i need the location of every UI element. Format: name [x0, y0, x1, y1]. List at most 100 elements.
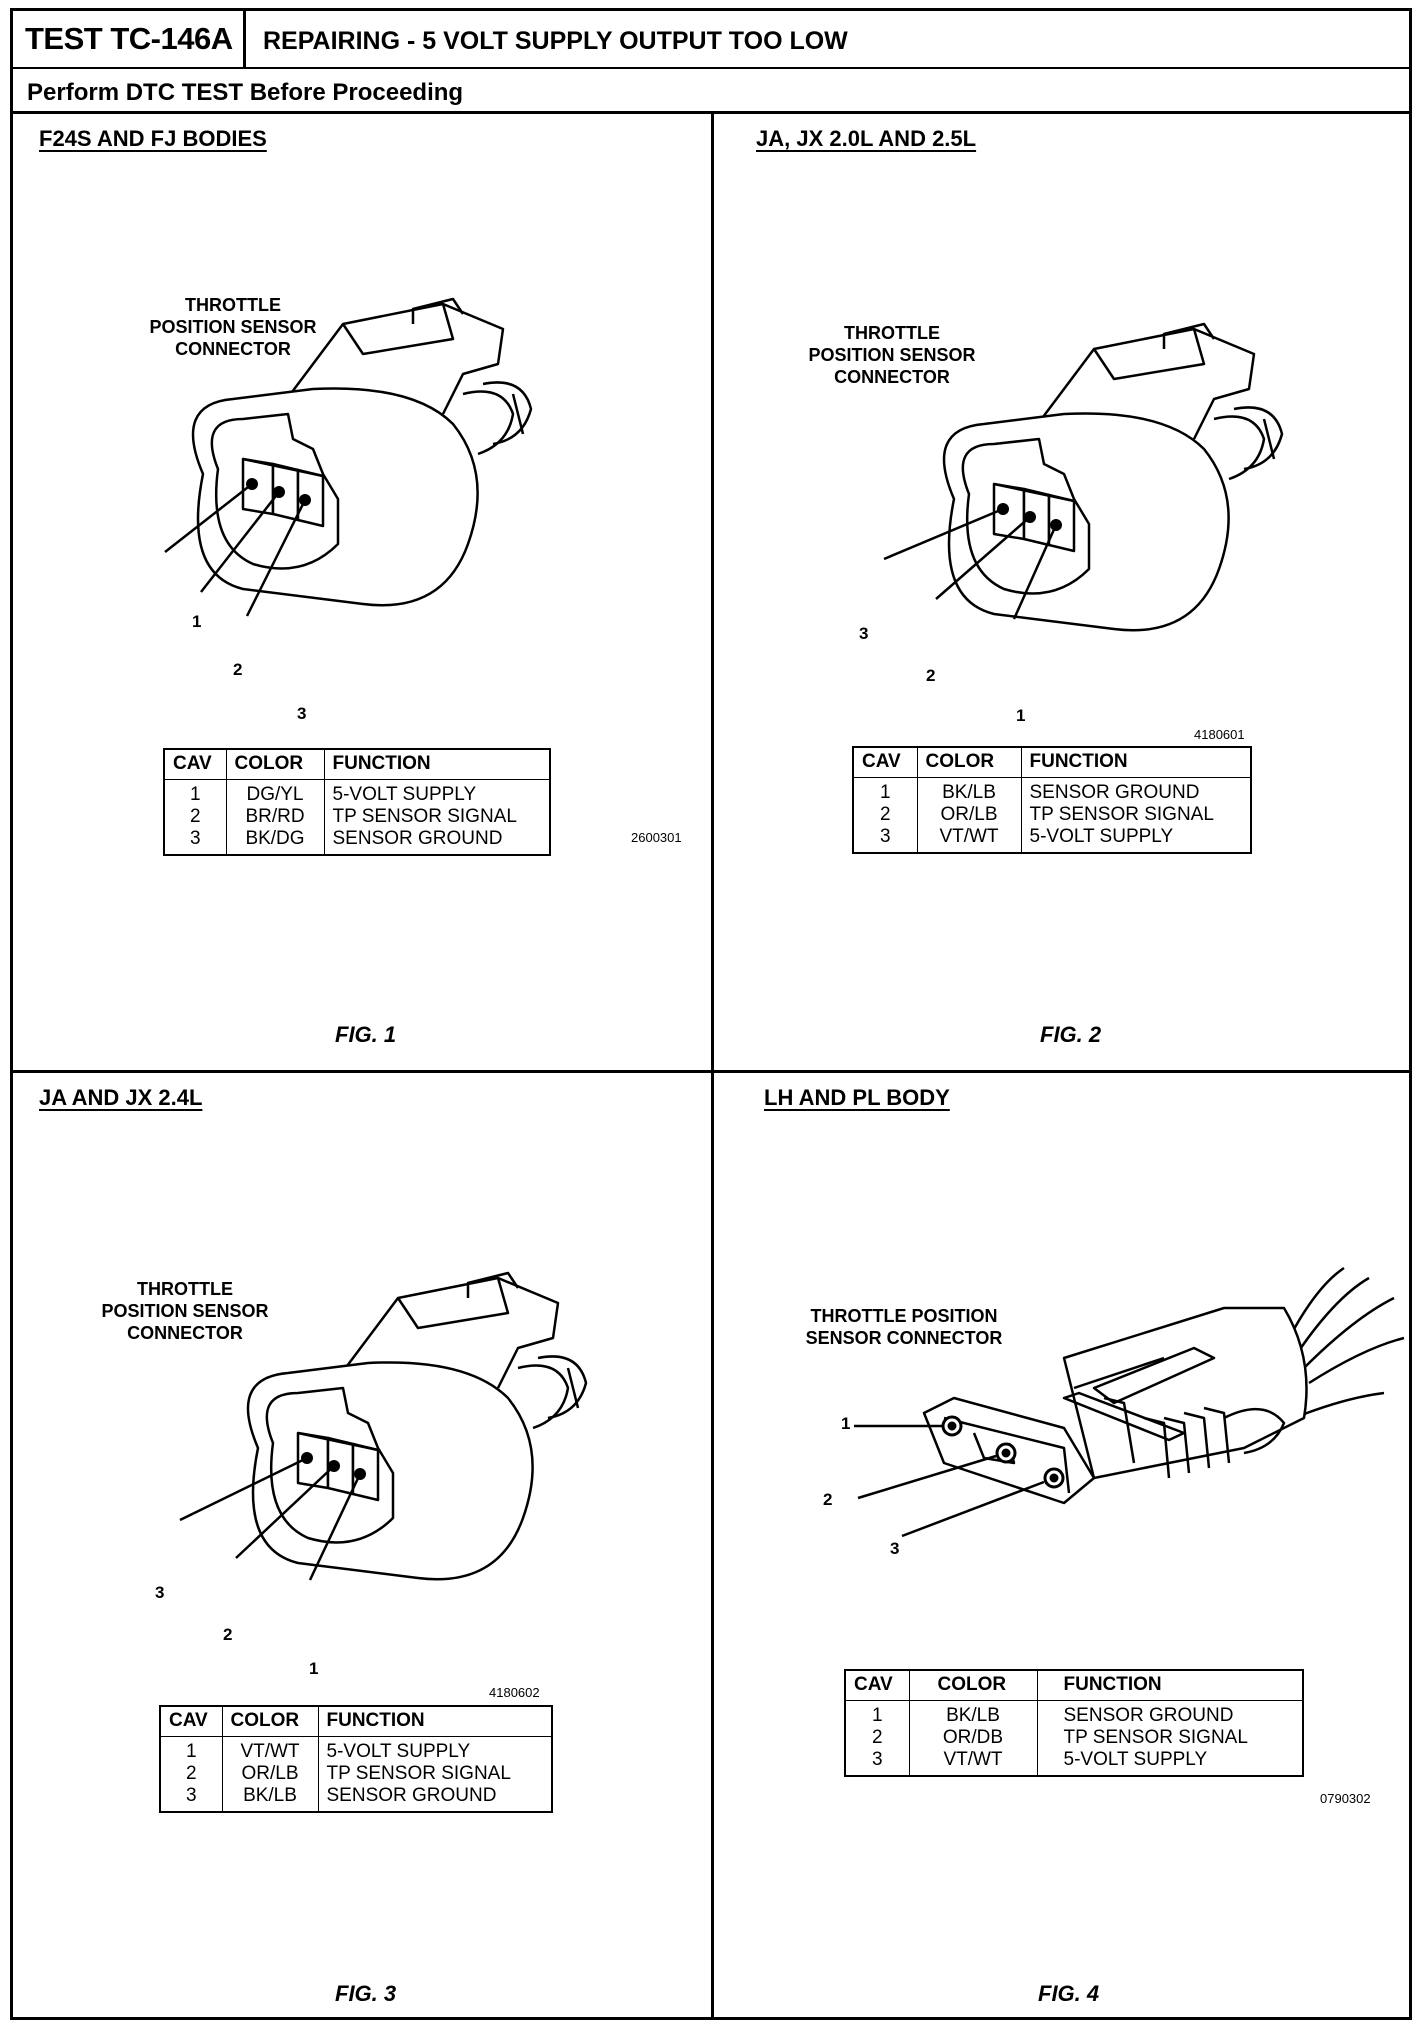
- pin-label: 3: [859, 624, 869, 643]
- figure-code: 0790302: [1320, 1791, 1371, 1806]
- cell-color: BK/LB: [908, 1700, 1038, 1727]
- connector-label: THROTTLE POSITION SENSOR CONNECTOR: [101, 1279, 269, 1343]
- panel-heading: F24S AND FJ BODIES: [39, 126, 267, 151]
- table-header: COLOR: [225, 748, 325, 780]
- panel-fig-3: JA AND JX 2.4L THROTTLE POSITION SENSOR …: [13, 1073, 711, 2029]
- cell-function: TP SENSOR SIGNAL: [1020, 803, 1252, 826]
- cell-cav: 3: [159, 1784, 223, 1812]
- table-header: COLOR: [908, 1669, 1038, 1701]
- cell-function: 5-VOLT SUPPLY: [1036, 1748, 1304, 1776]
- connector-label: THROTTLE POSITION SENSOR CONNECTOR: [149, 295, 317, 359]
- cell-function: SENSOR GROUND: [323, 827, 551, 855]
- cell-function: TP SENSOR SIGNAL: [317, 1762, 553, 1785]
- cell-color: OR/DB: [908, 1726, 1038, 1749]
- tps-connector-drawing: [883, 322, 1284, 632]
- cell-color: VT/WT: [916, 825, 1022, 853]
- table-header: FUNCTION: [317, 1705, 553, 1737]
- table-header: CAV: [159, 1705, 223, 1737]
- table-header: CAV: [844, 1669, 910, 1701]
- cell-color: VT/WT: [908, 1748, 1038, 1776]
- pin-label: 1: [192, 612, 202, 631]
- panel-fig-4: LH AND PL BODY THROTTLE POSITION SENSOR …: [714, 1073, 1412, 2029]
- cell-function: TP SENSOR SIGNAL: [323, 805, 551, 828]
- cell-cav: 1: [852, 777, 918, 804]
- subtitle: Perform DTC TEST Before Proceeding: [13, 69, 1409, 114]
- cell-cav: 1: [844, 1700, 910, 1727]
- horizontal-divider: [13, 1070, 1409, 1073]
- figure-label: FIG. 3: [335, 1981, 397, 2006]
- table-header: CAV: [163, 748, 227, 780]
- cell-cav: 2: [163, 805, 227, 828]
- cell-cav: 2: [159, 1762, 223, 1785]
- pin-label: 2: [926, 666, 936, 685]
- cell-cav: 2: [844, 1726, 910, 1749]
- cell-cav: 3: [163, 827, 227, 855]
- table-header: COLOR: [221, 1705, 319, 1737]
- pin-label: 1: [841, 1414, 851, 1433]
- cell-function: 5-VOLT SUPPLY: [323, 779, 551, 806]
- table-header: COLOR: [916, 746, 1022, 778]
- pin-label: 1: [309, 1659, 319, 1678]
- figure-label: FIG. 2: [1040, 1022, 1102, 1047]
- pin-label: 1: [1016, 706, 1026, 725]
- figure-code: 4180602: [489, 1685, 540, 1700]
- cell-function: SENSOR GROUND: [317, 1784, 553, 1812]
- pin-label: 3: [155, 1583, 165, 1602]
- figure-label: FIG. 1: [335, 1022, 397, 1047]
- tps-connector-drawing: [164, 297, 533, 617]
- test-title: REPAIRING - 5 VOLT SUPPLY OUTPUT TOO LOW: [263, 27, 848, 55]
- cell-cav: 1: [159, 1736, 223, 1763]
- cell-color: BK/LB: [221, 1784, 319, 1812]
- cell-function: 5-VOLT SUPPLY: [317, 1736, 553, 1763]
- table-header: FUNCTION: [323, 748, 551, 780]
- pin-label: 2: [233, 660, 243, 679]
- vertical-divider: [711, 114, 714, 2020]
- figure-code: 4180601: [1194, 727, 1245, 742]
- pin-label: 3: [297, 704, 307, 723]
- cell-function: SENSOR GROUND: [1036, 1700, 1304, 1727]
- figure-code: 2600301: [631, 830, 682, 845]
- table-header: CAV: [852, 746, 918, 778]
- cell-cav: 3: [852, 825, 918, 853]
- pin-label: 2: [223, 1625, 233, 1644]
- cell-color: VT/WT: [221, 1736, 319, 1763]
- cell-cav: 2: [852, 803, 918, 826]
- pin-label: 3: [890, 1539, 900, 1558]
- tps-connector-drawing: [179, 1271, 588, 1581]
- panel-fig-2: JA, JX 2.0L AND 2.5L THROTTLE POSITION S…: [714, 114, 1412, 1070]
- cell-cav: 1: [163, 779, 227, 806]
- panel-heading: JA, JX 2.0L AND 2.5L: [756, 126, 977, 151]
- test-id: TEST TC-146A: [13, 11, 246, 67]
- service-sheet: TEST TC-146A REPAIRING - 5 VOLT SUPPLY O…: [10, 8, 1412, 2020]
- connector-label: THROTTLE POSITION SENSOR CONNECTOR: [808, 323, 976, 387]
- cell-function: 5-VOLT SUPPLY: [1020, 825, 1252, 853]
- figure-label: FIG. 4: [1038, 1981, 1100, 2006]
- cell-function: SENSOR GROUND: [1020, 777, 1252, 804]
- title-row: TEST TC-146A REPAIRING - 5 VOLT SUPPLY O…: [13, 11, 1409, 69]
- connector-label: THROTTLE POSITION SENSOR CONNECTOR: [805, 1306, 1003, 1348]
- cell-color: DG/YL: [225, 779, 325, 806]
- cell-color: BK/DG: [225, 827, 325, 855]
- panel-heading: JA AND JX 2.4L: [39, 1085, 203, 1110]
- cell-cav: 3: [844, 1748, 910, 1776]
- pin-label: 2: [823, 1490, 833, 1509]
- panel-fig-1: F24S AND FJ BODIES THROTTLE POSITION SEN…: [13, 114, 711, 1070]
- cell-color: OR/LB: [916, 803, 1022, 826]
- tps-connector-drawing: [854, 1266, 1405, 1538]
- cell-color: BK/LB: [916, 777, 1022, 804]
